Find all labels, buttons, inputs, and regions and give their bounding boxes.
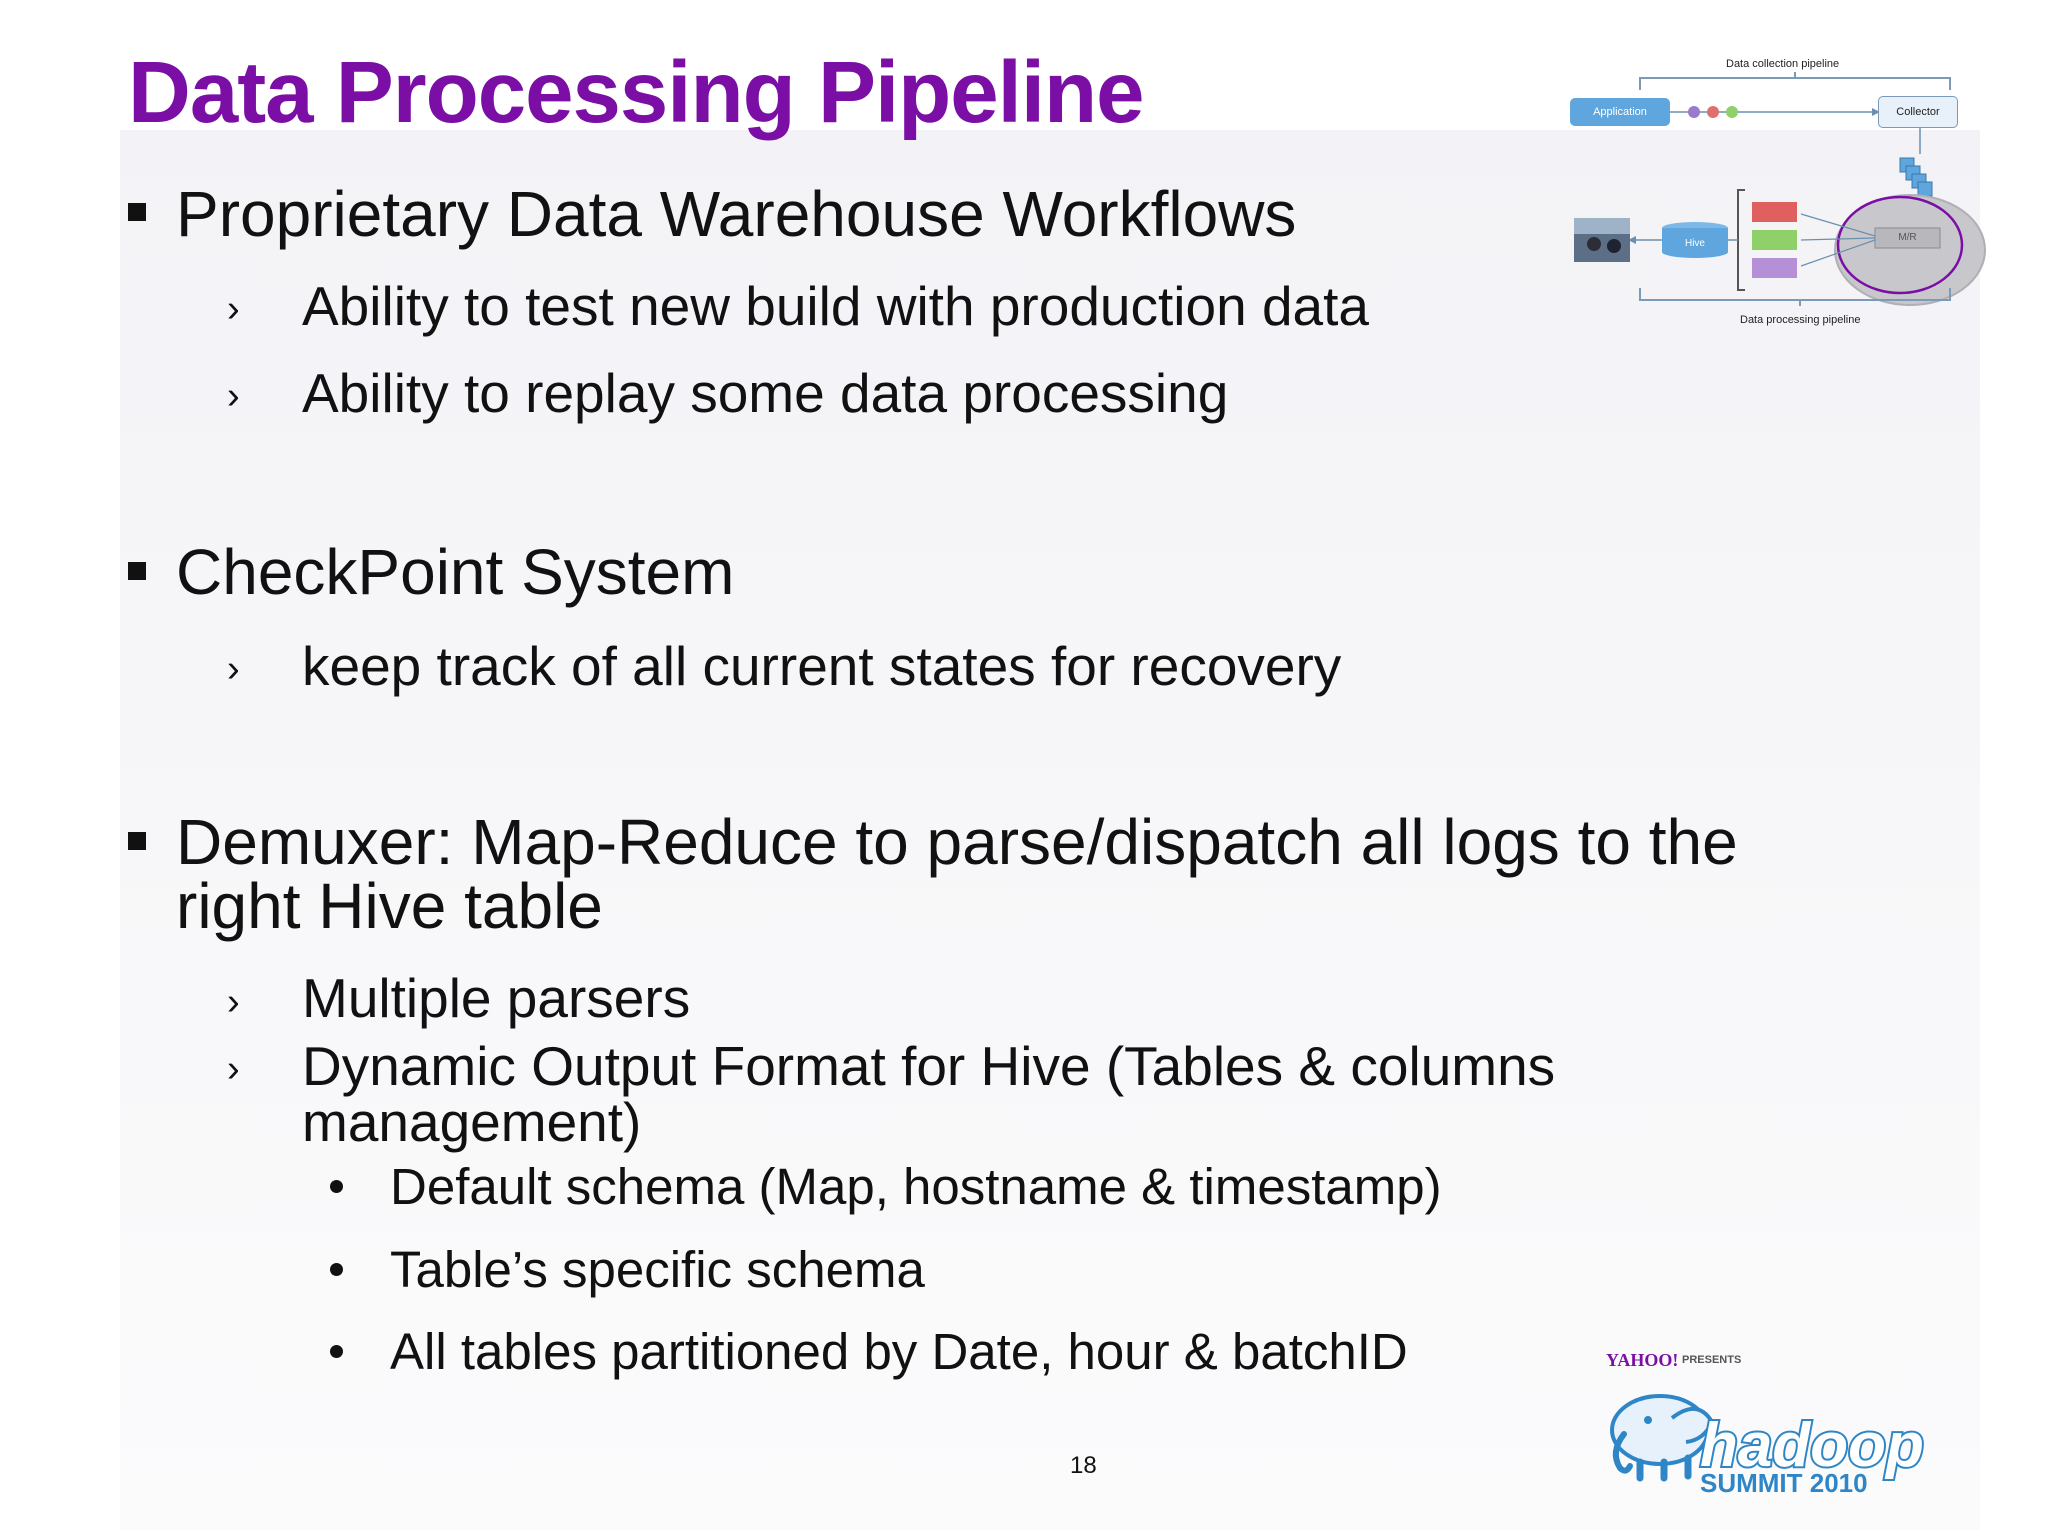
application-box: Application bbox=[1570, 98, 1670, 126]
chevron-bullet-icon: › bbox=[227, 288, 240, 330]
mr-label: M/R bbox=[1898, 232, 1917, 243]
round-bullet-icon bbox=[330, 1180, 343, 1193]
square-bullet-icon bbox=[128, 562, 146, 580]
list-item-continuation: management) bbox=[302, 1091, 642, 1153]
summit-text: SUMMIT 2010 bbox=[1700, 1468, 1868, 1498]
chevron-bullet-icon: › bbox=[227, 375, 240, 417]
slide-background bbox=[120, 130, 1980, 1530]
list-item: Multiple parsers bbox=[302, 967, 691, 1029]
diagram-lines bbox=[1574, 72, 1986, 306]
yahoo-logo-text: YAHOO! bbox=[1606, 1350, 1679, 1370]
hadoop-wordmark: hadoop bbox=[1700, 1411, 1924, 1480]
chevron-bullet-icon: › bbox=[227, 648, 240, 690]
list-item: keep track of all current states for rec… bbox=[302, 635, 1342, 697]
round-bullet-icon bbox=[330, 1263, 343, 1276]
hive-label: Hive bbox=[1684, 238, 1705, 249]
chevron-bullet-icon: › bbox=[227, 1048, 240, 1090]
section-heading: CheckPoint System bbox=[176, 536, 735, 608]
pipeline-diagram: Data collection pipeline Application Col… bbox=[1560, 50, 1990, 340]
list-item: Dynamic Output Format for Hive (Tables &… bbox=[302, 1035, 1556, 1097]
presents-text: PRESENTS bbox=[1682, 1354, 1742, 1366]
list-item: Ability to test new build with productio… bbox=[302, 275, 1369, 337]
sub-list-item: Default schema (Map, hostname & timestam… bbox=[390, 1158, 1442, 1215]
collector-box: Collector bbox=[1878, 96, 1958, 128]
section-heading-line: right Hive table bbox=[176, 870, 603, 942]
round-bullet-icon bbox=[330, 1345, 343, 1358]
square-bullet-icon bbox=[128, 832, 146, 850]
diagram-bottom-label: Data processing pipeline bbox=[1740, 314, 1861, 326]
chevron-bullet-icon: › bbox=[227, 981, 240, 1023]
sub-list-item: Table’s specific schema bbox=[390, 1241, 925, 1298]
diagram-top-label: Data collection pipeline bbox=[1726, 58, 1840, 70]
hadoop-summit-logo: YAHOO! PRESENTS hadoop SUMMIT 2010 bbox=[1600, 1350, 1980, 1510]
hadoop-elephant-icon: hadoop bbox=[1610, 1394, 1926, 1482]
square-bullet-icon bbox=[128, 203, 146, 221]
list-item: Ability to replay some data processing bbox=[302, 362, 1229, 424]
slide-title: Data Processing Pipeline bbox=[128, 44, 1145, 141]
sub-list-item: All tables partitioned by Date, hour & b… bbox=[390, 1323, 1408, 1380]
section-heading-line: Demuxer: Map-Reduce to parse/dispatch al… bbox=[176, 806, 1738, 878]
section-heading: Proprietary Data Warehouse Workflows bbox=[176, 178, 1297, 250]
page-number: 18 bbox=[1070, 1452, 1097, 1479]
